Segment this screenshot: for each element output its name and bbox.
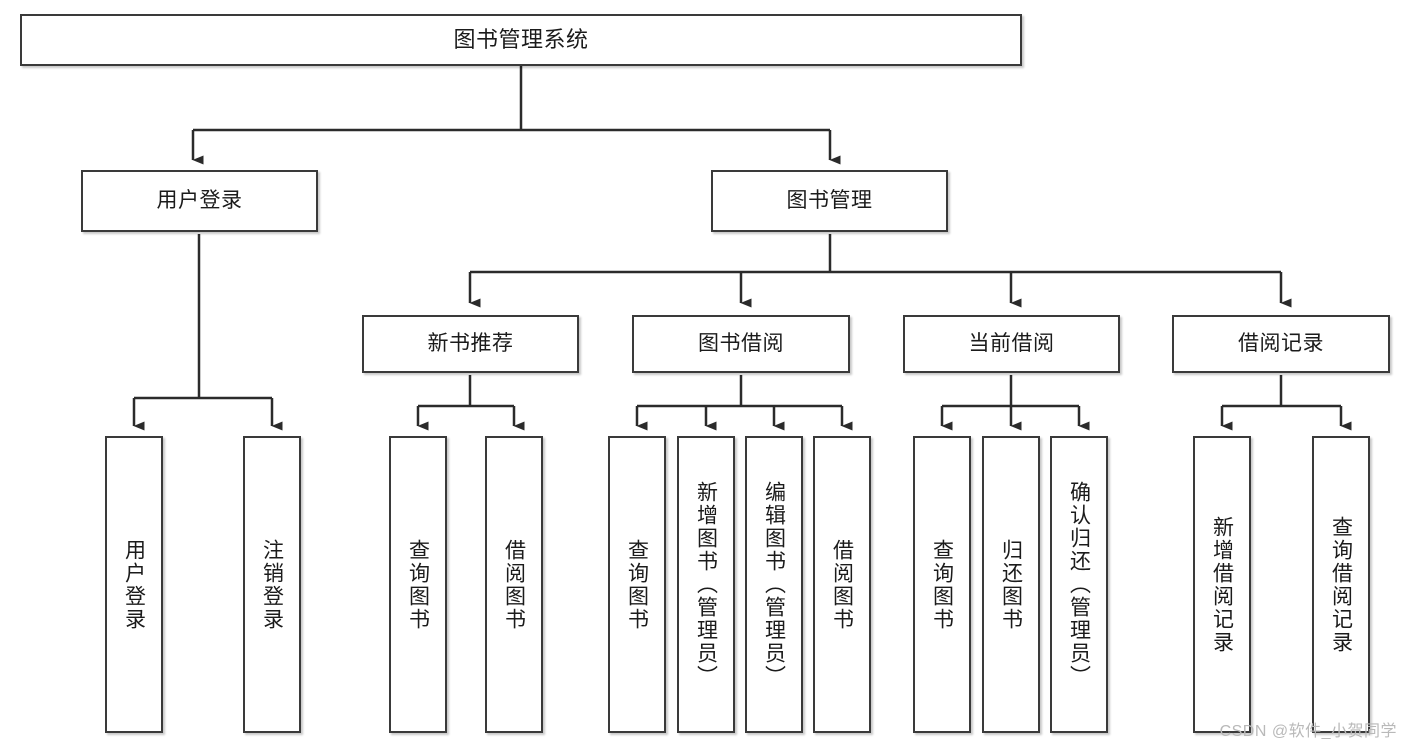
- leaf-query-book-3[interactable]: 查询图书: [913, 436, 971, 733]
- leaf-borrow-book-2-label: 借阅图书: [830, 538, 854, 631]
- leaf-user-login[interactable]: 用户登录: [105, 436, 163, 733]
- node-user-login-label: 用户登录: [156, 189, 243, 213]
- leaf-query-borrow-record-label: 查询借阅记录: [1329, 515, 1353, 654]
- leaf-confirm-return-label: 确认归还（管理员）: [1067, 481, 1091, 688]
- leaf-query-book-3-label: 查询图书: [930, 538, 954, 631]
- node-current-borrow[interactable]: 当前借阅: [903, 315, 1120, 373]
- node-new-book-recommend-label: 新书推荐: [427, 332, 514, 356]
- leaf-confirm-return[interactable]: 确认归还（管理员）: [1050, 436, 1108, 733]
- leaf-query-book-2-label: 查询图书: [625, 538, 649, 631]
- leaf-add-book-label: 新增图书（管理员）: [694, 481, 718, 688]
- leaf-edit-book-label: 编辑图书（管理员）: [762, 481, 786, 688]
- leaf-query-borrow-record[interactable]: 查询借阅记录: [1312, 436, 1370, 733]
- leaf-add-borrow-record[interactable]: 新增借阅记录: [1193, 436, 1251, 733]
- node-new-book-recommend[interactable]: 新书推荐: [362, 315, 579, 373]
- node-book-borrow[interactable]: 图书借阅: [632, 315, 850, 373]
- leaf-query-book-2[interactable]: 查询图书: [608, 436, 666, 733]
- leaf-return-book-label: 归还图书: [999, 538, 1023, 631]
- leaf-borrow-book-1-label: 借阅图书: [502, 538, 526, 631]
- leaf-return-book[interactable]: 归还图书: [982, 436, 1040, 733]
- node-book-borrow-label: 图书借阅: [698, 332, 784, 356]
- leaf-add-borrow-record-label: 新增借阅记录: [1210, 515, 1234, 654]
- leaf-borrow-book-2[interactable]: 借阅图书: [813, 436, 871, 733]
- node-borrow-record-label: 借阅记录: [1238, 332, 1324, 356]
- leaf-edit-book[interactable]: 编辑图书（管理员）: [745, 436, 803, 733]
- node-book-management-label: 图书管理: [786, 189, 873, 213]
- node-root[interactable]: 图书管理系统: [20, 14, 1022, 66]
- leaf-query-book-1-label: 查询图书: [406, 538, 430, 631]
- node-root-label: 图书管理系统: [453, 26, 589, 52]
- node-current-borrow-label: 当前借阅: [968, 332, 1055, 356]
- leaf-logout-login[interactable]: 注销登录: [243, 436, 301, 733]
- node-borrow-record[interactable]: 借阅记录: [1172, 315, 1390, 373]
- leaf-add-book[interactable]: 新增图书（管理员）: [677, 436, 735, 733]
- leaf-user-login-label: 用户登录: [122, 538, 146, 631]
- leaf-logout-login-label: 注销登录: [260, 538, 284, 631]
- node-book-management[interactable]: 图书管理: [711, 170, 948, 232]
- leaf-borrow-book-1[interactable]: 借阅图书: [485, 436, 543, 733]
- node-user-login[interactable]: 用户登录: [81, 170, 318, 232]
- leaf-query-book-1[interactable]: 查询图书: [389, 436, 447, 733]
